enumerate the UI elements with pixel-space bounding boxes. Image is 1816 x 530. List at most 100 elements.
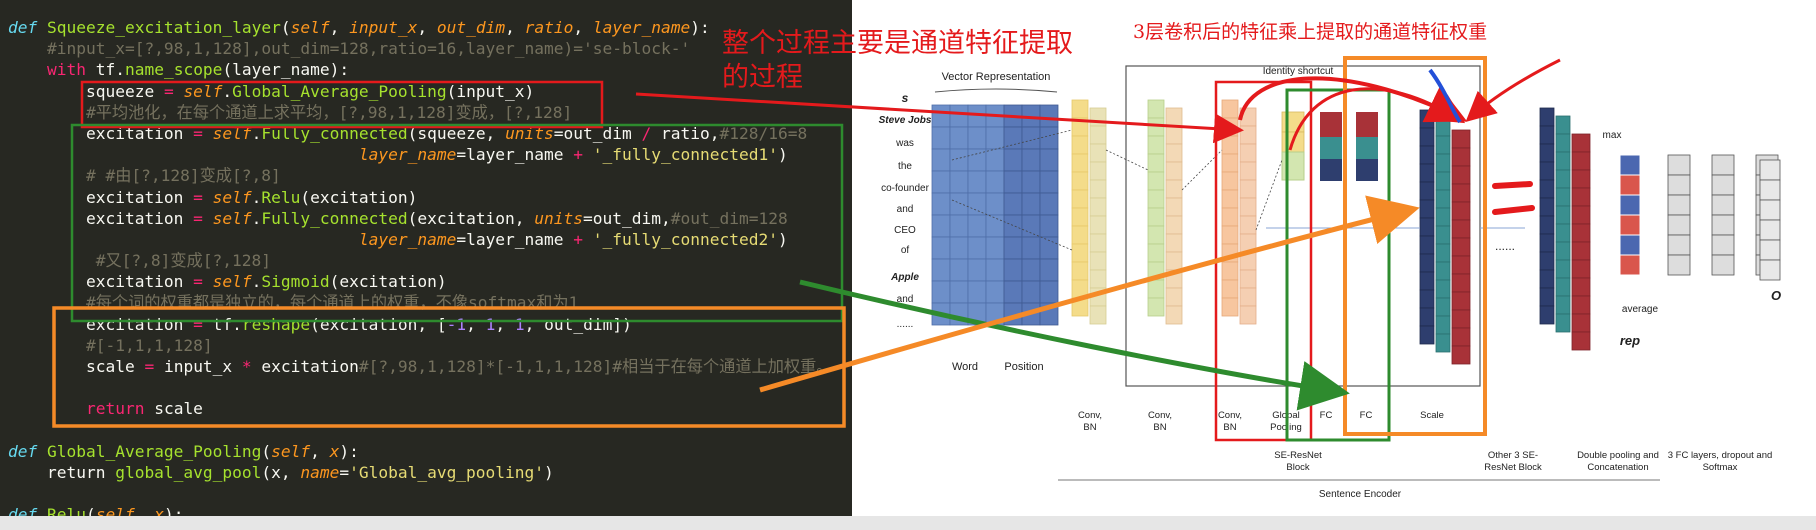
word-embedding-cell bbox=[985, 302, 1005, 326]
scale-stack-cell bbox=[1419, 217, 1435, 237]
code-token: units bbox=[534, 208, 584, 228]
position-label: Position bbox=[1004, 361, 1043, 373]
code-token: (excitation) bbox=[300, 187, 418, 207]
position-embedding-cell bbox=[1039, 280, 1059, 304]
other-block-cell bbox=[1555, 115, 1571, 135]
conv2-cell bbox=[1147, 99, 1165, 119]
conv2b-cell bbox=[1165, 161, 1183, 181]
code-line: excitation = self.Fully_connected(squeez… bbox=[8, 123, 832, 144]
code-line: excitation = self.Fully_connected(excita… bbox=[8, 208, 832, 229]
other-block-cell bbox=[1571, 151, 1591, 171]
conv3-cell bbox=[1221, 135, 1239, 155]
scale-stack-cell bbox=[1435, 189, 1451, 209]
fc-layer-cell bbox=[1759, 219, 1781, 241]
word-embedding-cell bbox=[985, 280, 1005, 304]
code-token: Fully_connected bbox=[261, 123, 408, 143]
identity-shortcut-label: Identity shortcut bbox=[1263, 66, 1334, 77]
code-token: + bbox=[573, 229, 593, 249]
code-token: layer_name bbox=[358, 229, 457, 249]
code-token: return bbox=[8, 462, 116, 482]
conv2b-cell bbox=[1165, 233, 1183, 253]
scale-stack-cell bbox=[1419, 253, 1435, 273]
word-embedding-cell bbox=[985, 170, 1005, 194]
word-embedding-cell bbox=[967, 170, 987, 194]
code-token: 1 bbox=[485, 314, 496, 334]
other-block-cell bbox=[1555, 241, 1571, 261]
code-token: scale bbox=[8, 357, 145, 376]
other-block-cell bbox=[1539, 287, 1555, 307]
conv1b-cell bbox=[1089, 233, 1107, 253]
conv1b-cell bbox=[1089, 125, 1107, 145]
code-token: input_x bbox=[349, 18, 418, 37]
other-block-cell bbox=[1539, 305, 1555, 325]
code-token: with bbox=[46, 60, 96, 80]
conv1-cell bbox=[1071, 189, 1089, 209]
code-token: , bbox=[310, 441, 330, 461]
code-token: #out_dim=128 bbox=[670, 208, 788, 228]
scale-stack-cell bbox=[1451, 309, 1471, 329]
code-line: #平均池化，在每个通道上求平均，[?,98,1,128]变成，[?,128] bbox=[8, 102, 832, 123]
other-block-cell bbox=[1539, 197, 1555, 217]
code-line: def Global_Average_Pooling(self, x): bbox=[8, 441, 832, 462]
conv2-cell bbox=[1147, 261, 1165, 281]
position-embedding-cell bbox=[1021, 236, 1041, 260]
code-token: . bbox=[251, 187, 262, 207]
layer-label: Pooling bbox=[1270, 422, 1302, 433]
word-embedding-cell bbox=[931, 170, 951, 194]
code-token: =out_dim bbox=[553, 123, 642, 143]
code-token: / bbox=[641, 123, 662, 143]
conv2b-cell bbox=[1165, 215, 1183, 235]
scale-stack-cell bbox=[1419, 307, 1435, 327]
conv1b-cell bbox=[1089, 179, 1107, 199]
conv1-cell bbox=[1071, 99, 1089, 119]
sentence-word: and bbox=[897, 204, 914, 215]
code-token: def bbox=[8, 18, 47, 37]
conv1-cell bbox=[1071, 243, 1089, 263]
word-embedding-cell bbox=[967, 192, 987, 216]
global-pool-cell bbox=[1281, 111, 1305, 133]
code-token: (excitation) bbox=[329, 272, 447, 292]
fc-layer-cell bbox=[1667, 254, 1691, 276]
code-token: self bbox=[183, 81, 223, 101]
code-token: self bbox=[212, 272, 252, 292]
conv2-cell bbox=[1147, 243, 1165, 263]
code-token bbox=[8, 230, 359, 249]
double-pooling-label: Double pooling and bbox=[1577, 450, 1659, 461]
scale-stack-cell bbox=[1451, 255, 1471, 275]
scale-stack-cell bbox=[1435, 153, 1451, 173]
sentence-word: co-founder bbox=[881, 183, 929, 194]
fc-layer-cell bbox=[1759, 179, 1781, 201]
code-token: = bbox=[163, 81, 184, 101]
conv3b-cell bbox=[1239, 143, 1257, 163]
scale-stack-cell bbox=[1451, 327, 1471, 347]
code-token: (excitation, bbox=[407, 208, 535, 228]
output-label: O bbox=[1771, 288, 1781, 303]
word-embedding-cell bbox=[949, 214, 969, 238]
code-token: ): bbox=[163, 505, 184, 516]
word-embedding-cell bbox=[949, 170, 969, 194]
code-line: return scale bbox=[8, 398, 832, 419]
other-block-cell bbox=[1571, 205, 1591, 225]
word-embedding-cell bbox=[985, 126, 1005, 150]
code-token: tf. bbox=[212, 314, 242, 334]
conv2b-cell bbox=[1165, 305, 1183, 325]
scale-stack-cell bbox=[1435, 117, 1451, 137]
layer-label: BN bbox=[1223, 422, 1236, 433]
conv1-cell bbox=[1071, 153, 1089, 173]
word-embedding-cell bbox=[967, 302, 987, 326]
scale-stack-cell bbox=[1419, 199, 1435, 219]
code-token: Global_Average_Pooling bbox=[232, 81, 447, 101]
code-token: ) bbox=[777, 145, 788, 165]
position-embedding-cell bbox=[1039, 126, 1059, 150]
code-token: , bbox=[134, 505, 155, 516]
position-embedding-cell bbox=[1021, 126, 1041, 150]
scale-stack-cell bbox=[1451, 345, 1471, 365]
position-embedding-cell bbox=[1003, 148, 1023, 172]
conv1b-cell bbox=[1089, 251, 1107, 271]
se-resnet-block-label: SE-ResNet bbox=[1274, 450, 1322, 461]
code-token: # #由[?,128]变成[?,8] bbox=[8, 166, 281, 186]
scale-stack-cell bbox=[1451, 273, 1471, 293]
code-token: excitation bbox=[8, 208, 194, 228]
sentence-word: was bbox=[895, 138, 914, 149]
